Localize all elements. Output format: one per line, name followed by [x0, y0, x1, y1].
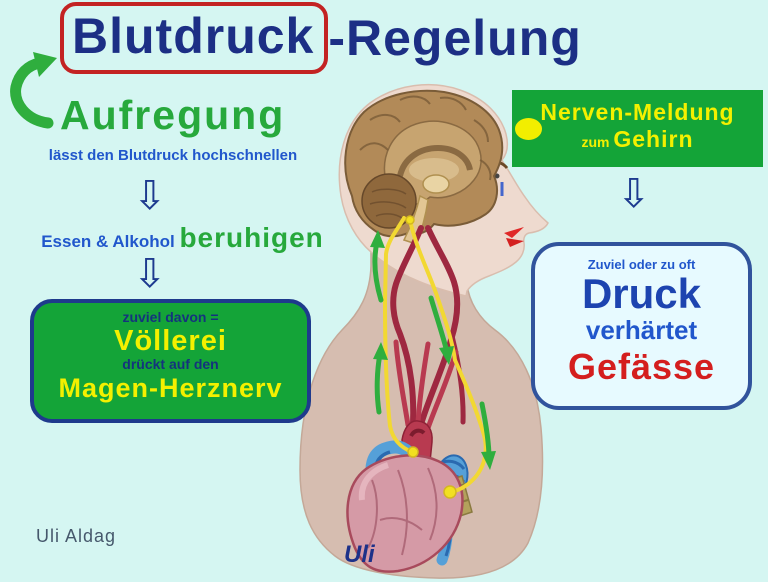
calming-word: beruhigen — [179, 222, 324, 253]
thalamus — [422, 174, 450, 194]
gluttony-line1: zuviel davon = — [122, 309, 219, 325]
page-title: Blutdruck-Regelung — [60, 2, 582, 74]
calming-label: Essen & Alkohol beruhigen — [30, 222, 335, 254]
down-arrow-icon: ⇩ — [133, 252, 167, 296]
brain-gyri — [359, 95, 492, 181]
inner-brain — [409, 158, 459, 182]
trigger-sublabel: lässt den Blutdruck hochschnellen — [48, 147, 298, 164]
pressure-box: Zuviel oder zu oft Druck verhärtet Gefäs… — [531, 242, 752, 410]
nerve-message-gehirn: Gehirn — [613, 126, 694, 152]
nerve-message-line2: zum Gehirn — [512, 126, 763, 153]
cerebellum — [361, 173, 417, 229]
figure-signature: Uli — [344, 541, 375, 568]
pressure-line1: Zuviel oder zu oft — [587, 257, 696, 272]
pressure-line3: verhärtet — [585, 315, 698, 346]
yellow-dot-icon — [515, 118, 542, 140]
nerve-message-box: Nerven-Meldung zum Gehirn — [512, 90, 763, 167]
gluttony-box: zuviel davon = Völlerei drückt auf den M… — [30, 299, 311, 423]
corpus-callosum — [397, 144, 473, 177]
heart-illustration — [346, 454, 464, 573]
gluttony-line2: Völlerei — [114, 324, 227, 357]
down-arrow-icon: ⇩ — [133, 174, 167, 218]
calming-prefix: Essen & Alkohol — [41, 232, 180, 251]
nerve-message-zum: zum — [581, 134, 614, 150]
nerve-message-line1: Nerven-Meldung — [540, 99, 735, 125]
gluttony-line3: drückt auf den — [122, 356, 219, 373]
heart-texture — [367, 467, 438, 556]
down-arrow-icon: ⇩ — [617, 172, 651, 216]
author-signature: Uli Aldag — [36, 526, 117, 546]
brain-illustration — [344, 89, 504, 245]
pressure-line4: Gefässe — [567, 345, 716, 387]
nerve-nodes — [405, 215, 457, 499]
lips — [504, 227, 524, 247]
cerebellum-texture — [369, 188, 407, 219]
trigger-label: Aufregung — [60, 92, 286, 138]
curved-arrow-icon — [10, 52, 57, 129]
title-boxed-word: Blutdruck — [60, 2, 329, 74]
gluttony-line4: Magen-Herznerv — [58, 373, 283, 404]
title-rest: -Regelung — [328, 10, 582, 66]
pressure-line2: Druck — [581, 270, 702, 317]
flow-arrows-green — [370, 230, 496, 470]
